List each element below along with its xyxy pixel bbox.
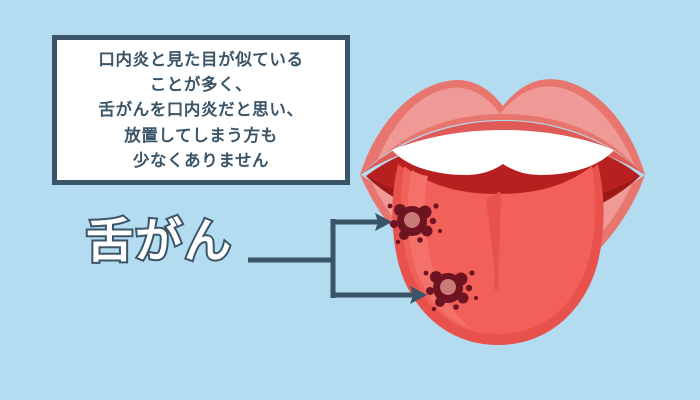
arrow-lower-lesion-head bbox=[410, 286, 427, 304]
callout-line-3: 舌がんを口内炎だと思い、 bbox=[98, 100, 304, 120]
callout-text-box: 口内炎と見た目が似ている ことが多く、 舌がんを口内炎だと思い、 放置してしまう… bbox=[52, 35, 350, 185]
callout-line-1: 口内炎と見た目が似ている bbox=[98, 50, 304, 70]
lesion-lower bbox=[423, 270, 478, 312]
bracket-connector bbox=[248, 219, 416, 298]
callout-line-5: 少なくありません bbox=[132, 150, 270, 170]
upper-teeth bbox=[392, 130, 614, 175]
tongue-midline-groove-line bbox=[494, 192, 501, 290]
arrow-upper-lesion-head bbox=[375, 213, 392, 231]
callout-line-4: 放置してしまう方も bbox=[124, 125, 278, 145]
lesion-upper bbox=[387, 203, 442, 245]
upper-lip-highlight bbox=[376, 86, 635, 166]
upper-lip-inner-edge bbox=[360, 121, 645, 175]
tongue-cancer-label: 舌がん bbox=[84, 214, 233, 269]
callout-line-2: ことが多く、 bbox=[149, 75, 253, 95]
